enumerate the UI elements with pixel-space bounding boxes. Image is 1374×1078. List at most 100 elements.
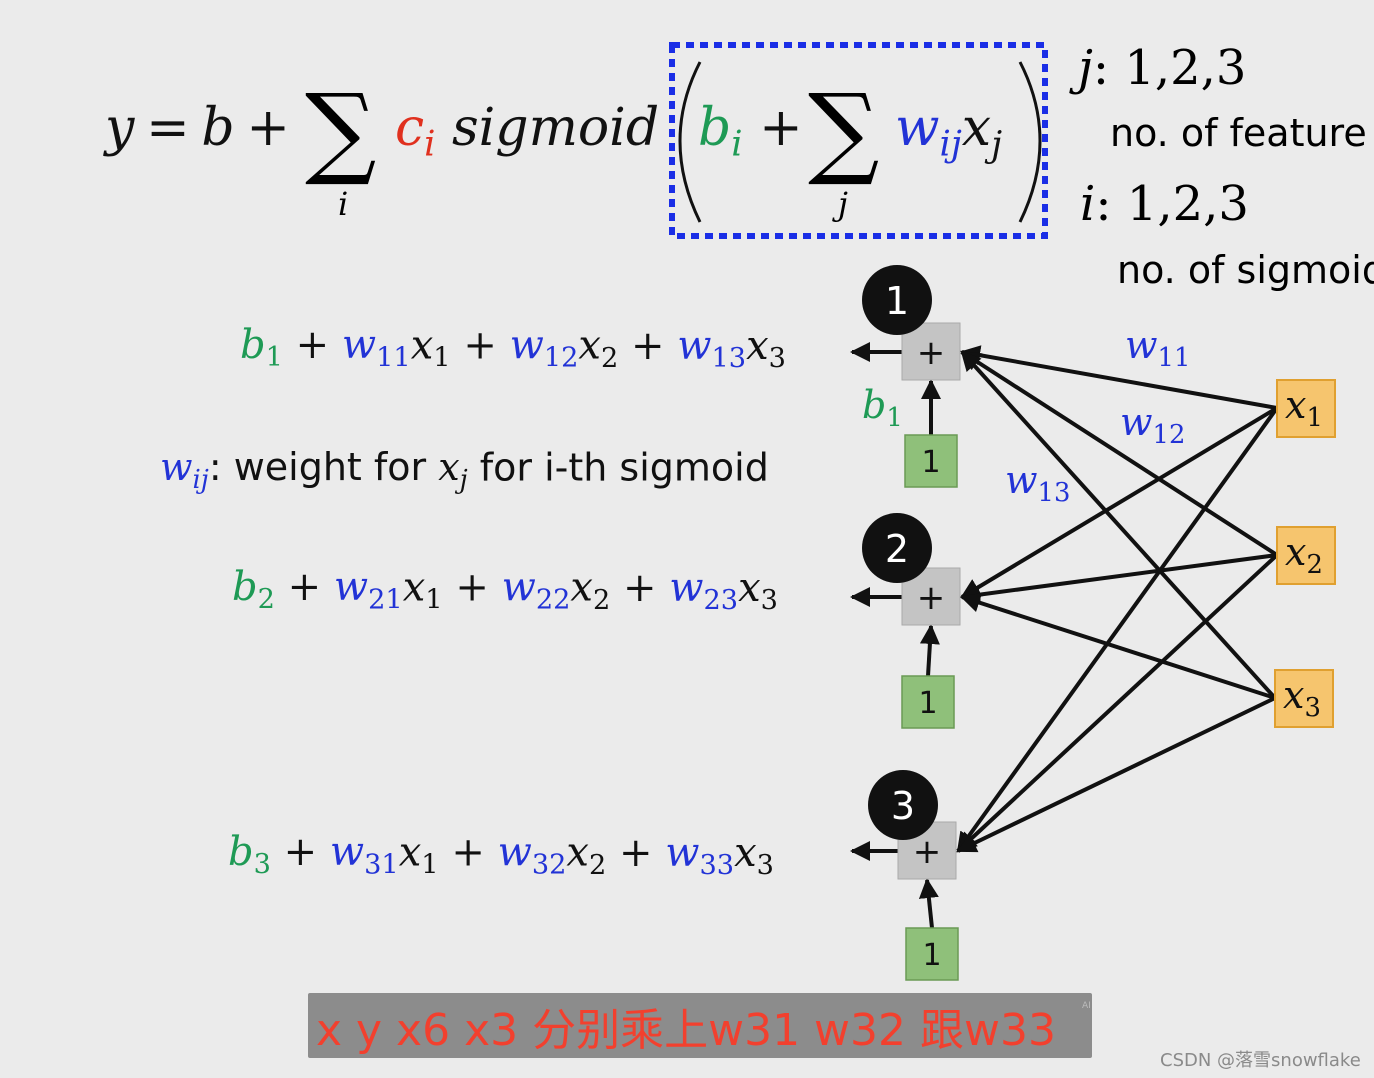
math-token: w [677, 323, 711, 369]
subscript: 3 [757, 850, 774, 881]
math-token: + [439, 829, 498, 875]
math-token: w [330, 829, 364, 875]
subscript: 21 [368, 584, 403, 615]
math-token: + [743, 98, 803, 158]
math-token: b [698, 98, 731, 158]
bias-input-value: 1 [921, 445, 940, 480]
bias-input-value: 1 [918, 686, 937, 721]
bias-label: b1 [862, 383, 903, 433]
subscript: 12 [1153, 420, 1186, 450]
left-paren [678, 61, 702, 223]
math-token: + [275, 564, 334, 610]
subscript: 1 [425, 584, 442, 615]
sigmoid-node-number: 1 [885, 279, 909, 323]
sigmoid-node-number: 2 [885, 527, 909, 571]
math-token: b [232, 564, 258, 610]
math-token: w [665, 830, 699, 876]
bias-input-box [901, 675, 955, 729]
math-token: w [502, 564, 536, 610]
subscript: 2 [601, 343, 618, 374]
i-description: no. of sigmoid [1117, 248, 1374, 292]
input-label: x2 [1285, 530, 1323, 580]
edge-x3-to-node3 [956, 696, 1276, 853]
ai-badge: AI [1082, 1001, 1091, 1011]
math-token: w [1125, 323, 1158, 367]
math-token: w [160, 445, 193, 489]
edge-x1-to-node2 [960, 406, 1279, 599]
math-token: w [342, 322, 376, 368]
math-token: + [283, 322, 342, 368]
main-formula: y = b + ∑ i ci sigmoid bi + ∑ j wijxj [103, 42, 1048, 239]
subscript: 3 [254, 849, 271, 880]
bias-input-box [905, 927, 959, 981]
weight-label: w12 [1120, 400, 1185, 450]
subscript: 1 [421, 849, 438, 880]
plus-sign: + [917, 578, 946, 618]
watermark: CSDN @落雪snowflake [1160, 1050, 1361, 1071]
math-token: + [618, 323, 677, 369]
formula-sigmoid: ci sigmoid [395, 98, 659, 165]
bias-input-value: 1 [922, 938, 941, 973]
i-legend: i: 1,2,3 [1080, 176, 1249, 232]
math-token: w [1120, 400, 1153, 444]
subscript: i [424, 124, 435, 165]
subscript: 2 [593, 585, 610, 616]
math-token: sigmoid [435, 98, 659, 158]
weight-note: wij: weight for xj for i-th sigmoid [160, 445, 769, 495]
math-token: x [578, 323, 601, 369]
math-token: + [610, 565, 669, 611]
math-token: c [395, 98, 424, 158]
math-token: x [734, 830, 757, 876]
math-token: + [271, 829, 330, 875]
subscript: 1 [433, 342, 450, 373]
math-token: b [228, 829, 254, 875]
bias-input-box [904, 434, 958, 488]
j-values: : 1,2,3 [1093, 40, 1247, 96]
weight-label: w11 [1125, 323, 1190, 373]
math-token: w [895, 98, 940, 158]
edge-x3-to-node2 [960, 593, 1276, 700]
math-token: x [403, 564, 426, 610]
subtitle-text: x y x6 x3 分别乘上w31 w32 跟w33 [316, 1005, 1056, 1056]
subscript: 32 [532, 850, 567, 881]
sigmoid-node-badge [862, 513, 932, 583]
subscript: ij [193, 465, 209, 495]
subscript: 13 [712, 343, 747, 374]
edge-x1-to-node3 [956, 406, 1279, 853]
math-token: x [1285, 530, 1306, 574]
sigmoid-node-badge [868, 770, 938, 840]
equation-2: b2 + w21x1 + w22x2 + w23x3 [232, 564, 778, 616]
subscript: 33 [700, 850, 735, 881]
math-token: b [240, 322, 266, 368]
math-token: x [1285, 383, 1306, 427]
subscript: 13 [1038, 478, 1071, 508]
i-values: : 1,2,3 [1095, 176, 1249, 232]
subscript: 3 [769, 343, 786, 374]
dotted-highlight-box [669, 42, 1048, 239]
math-token: x [566, 830, 589, 876]
i-label: i [1080, 176, 1095, 232]
edge-x3-to-node1 [960, 350, 1277, 700]
formula-inner-bias: bi + [698, 98, 803, 165]
math-token: x [746, 323, 769, 369]
math-token: b [862, 383, 886, 427]
math-token: + [451, 322, 510, 368]
input-label: x3 [1283, 673, 1321, 723]
subtitle-background [308, 993, 1092, 1058]
math-token: x [570, 565, 593, 611]
subscript: 2 [589, 850, 606, 881]
math-token: w [498, 829, 532, 875]
sum-symbol-j: ∑ [808, 72, 879, 189]
j-legend: j: 1,2,3 [1069, 40, 1246, 96]
math-token: x [411, 322, 434, 368]
math-token: x [399, 829, 422, 875]
subscript: 3 [761, 585, 778, 616]
subscript: 31 [364, 849, 399, 880]
sum-symbol-i: ∑ [305, 72, 376, 189]
j-label: j [1069, 40, 1093, 96]
plus-sign: + [917, 333, 946, 373]
